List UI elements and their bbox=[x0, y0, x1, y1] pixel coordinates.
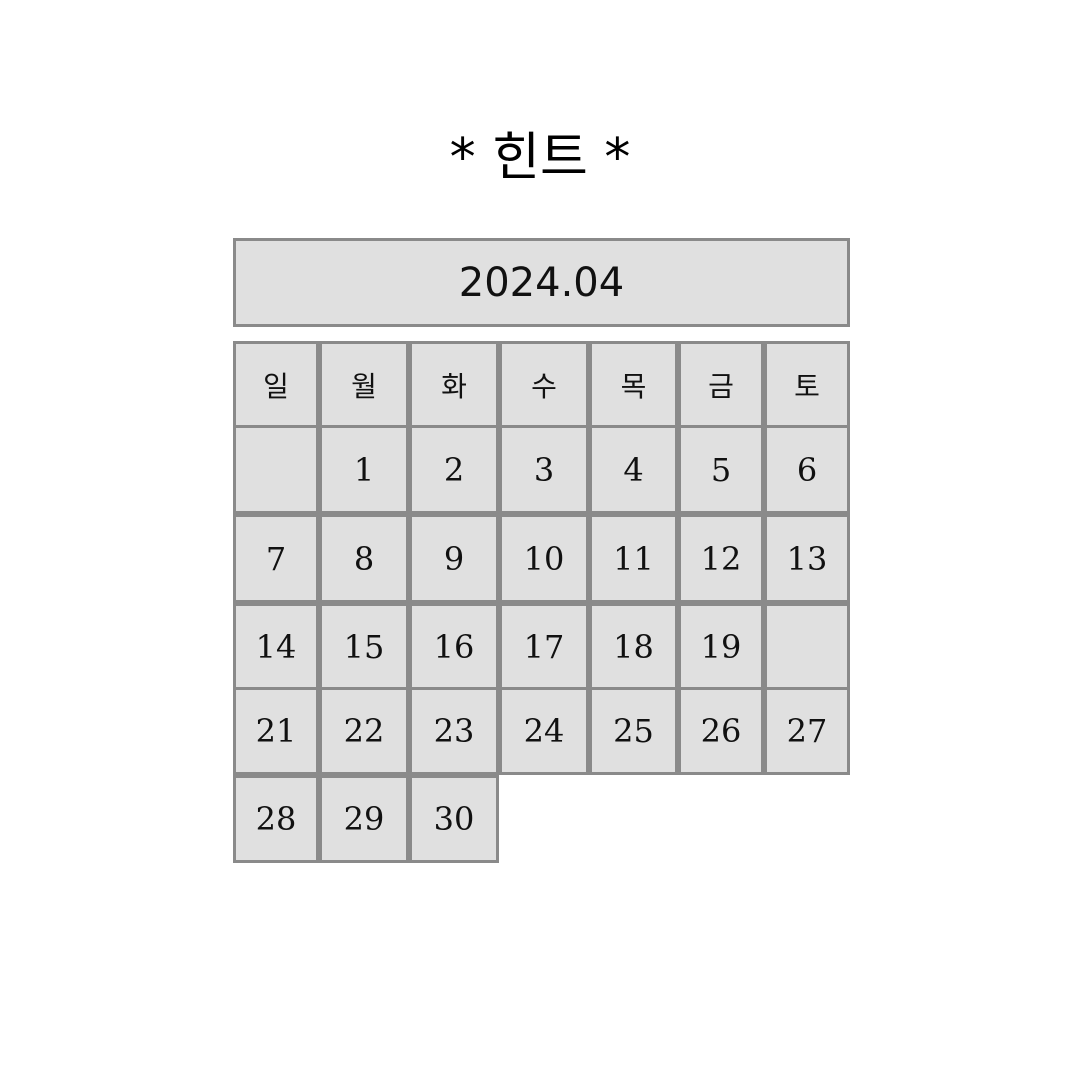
month-label: 2024.04 bbox=[458, 259, 625, 306]
empty-day-cell bbox=[233, 425, 319, 514]
day-number: 4 bbox=[623, 450, 644, 489]
day-cell: 17 bbox=[499, 603, 589, 691]
day-number: 2 bbox=[443, 450, 465, 489]
day-number: 29 bbox=[343, 800, 385, 838]
day-cell: 24 bbox=[499, 687, 589, 775]
day-cell: 30 bbox=[409, 775, 499, 863]
day-number: 15 bbox=[343, 628, 385, 666]
day-number: 26 bbox=[700, 712, 742, 750]
day-number: 1 bbox=[353, 450, 375, 489]
day-cell: 29 bbox=[319, 775, 409, 863]
day-cell: 26 bbox=[678, 687, 764, 775]
day-cell: 21 bbox=[233, 687, 319, 775]
day-number: 25 bbox=[613, 712, 654, 750]
day-cell: 2 bbox=[409, 425, 499, 514]
weekday-header-cell: 수 bbox=[499, 341, 589, 429]
day-number: 23 bbox=[433, 712, 475, 750]
day-number: 22 bbox=[343, 712, 385, 750]
weekday-label: 수 bbox=[531, 370, 557, 403]
day-cell: 18 bbox=[589, 603, 678, 691]
day-number: 12 bbox=[700, 539, 742, 578]
day-number: 7 bbox=[265, 539, 287, 578]
day-cell: 11 bbox=[589, 514, 678, 603]
month-header: 2024.04 bbox=[233, 238, 850, 327]
day-number: 21 bbox=[255, 712, 297, 750]
day-cell: 14 bbox=[233, 603, 319, 691]
day-cell: 28 bbox=[233, 775, 319, 863]
weekday-label: 월 bbox=[351, 370, 377, 403]
day-cell: 15 bbox=[319, 603, 409, 691]
day-cell: 8 bbox=[319, 514, 409, 603]
day-number: 28 bbox=[255, 800, 297, 838]
weekday-label: 화 bbox=[441, 370, 467, 403]
day-cell: 6 bbox=[764, 425, 850, 514]
day-number: 17 bbox=[523, 628, 565, 666]
day-cell: 9 bbox=[409, 514, 499, 603]
day-number: 27 bbox=[786, 712, 828, 750]
day-cell: 23 bbox=[409, 687, 499, 775]
day-number: 8 bbox=[353, 539, 375, 578]
day-number: 18 bbox=[613, 628, 654, 666]
day-number: 3 bbox=[533, 450, 555, 489]
weekday-label: 일 bbox=[263, 370, 289, 403]
day-number: 9 bbox=[443, 539, 465, 578]
day-number: 5 bbox=[710, 450, 732, 489]
weekday-header-cell: 금 bbox=[678, 341, 764, 429]
day-number: 10 bbox=[523, 539, 565, 578]
empty-day-cell bbox=[764, 603, 850, 691]
day-number: 24 bbox=[523, 712, 565, 750]
weekday-header-cell: 월 bbox=[319, 341, 409, 429]
day-number: 6 bbox=[796, 450, 818, 489]
day-cell: 1 bbox=[319, 425, 409, 514]
day-cell: 13 bbox=[764, 514, 850, 603]
day-cell: 19 bbox=[678, 603, 764, 691]
weekday-label: 토 bbox=[794, 370, 820, 403]
day-cell: 4 bbox=[589, 425, 678, 514]
weekday-header-cell: 일 bbox=[233, 341, 319, 429]
hint-title: * 힌트 * bbox=[449, 128, 631, 188]
day-cell: 22 bbox=[319, 687, 409, 775]
weekday-label: 목 bbox=[620, 370, 647, 403]
day-cell: 25 bbox=[589, 687, 678, 775]
weekday-header-cell: 화 bbox=[409, 341, 499, 429]
weekday-header-cell: 토 bbox=[764, 341, 850, 429]
weekday-header-cell: 목 bbox=[589, 341, 678, 429]
day-number: 11 bbox=[613, 539, 654, 578]
day-number: 16 bbox=[433, 628, 475, 666]
day-cell: 27 bbox=[764, 687, 850, 775]
day-cell: 7 bbox=[233, 514, 319, 603]
day-cell: 10 bbox=[499, 514, 589, 603]
day-number: 30 bbox=[433, 800, 475, 838]
day-cell: 3 bbox=[499, 425, 589, 514]
day-number: 14 bbox=[255, 628, 297, 666]
day-number: 19 bbox=[700, 628, 742, 666]
day-number: 13 bbox=[786, 539, 828, 578]
day-cell: 12 bbox=[678, 514, 764, 603]
weekday-label: 금 bbox=[708, 370, 734, 403]
day-cell: 16 bbox=[409, 603, 499, 691]
day-cell: 5 bbox=[678, 425, 764, 514]
